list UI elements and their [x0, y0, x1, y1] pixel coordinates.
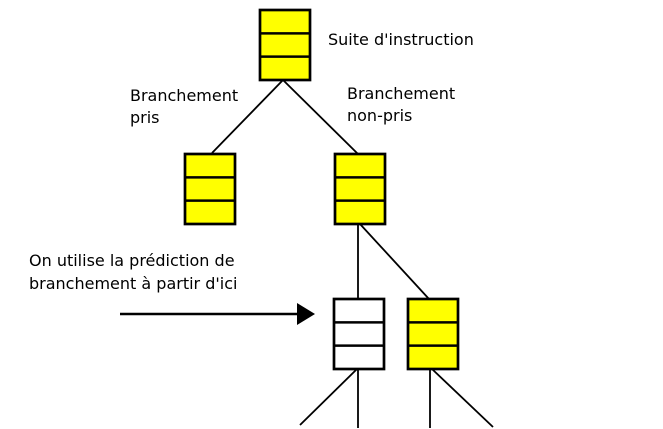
label-branchement-non-pris: Branchement non-pris — [347, 84, 456, 125]
arrow-head-icon — [297, 303, 315, 325]
instruction-stack-predicted-path — [332, 297, 386, 371]
edge-yellow-down-diagonal — [431, 368, 494, 428]
label-suite-instruction: Suite d'instruction — [328, 30, 474, 49]
instruction-stack-branch-taken — [183, 152, 237, 226]
instruction-stack-branch-not-taken — [333, 152, 387, 226]
label-branchement-pris: Branchement pris — [130, 86, 239, 127]
edge-white-down-diagonal — [299, 368, 358, 426]
instruction-stack-alternate-path — [406, 297, 460, 371]
prediction-start-arrow — [120, 303, 315, 325]
edge-root-to-not-taken — [282, 79, 359, 155]
instruction-stack-root — [258, 8, 312, 82]
label-prediction-note: On utilise la prédiction de branchement … — [29, 251, 238, 293]
edge-root-to-taken — [211, 79, 284, 154]
edge-not-taken-to-yellow — [359, 223, 430, 300]
